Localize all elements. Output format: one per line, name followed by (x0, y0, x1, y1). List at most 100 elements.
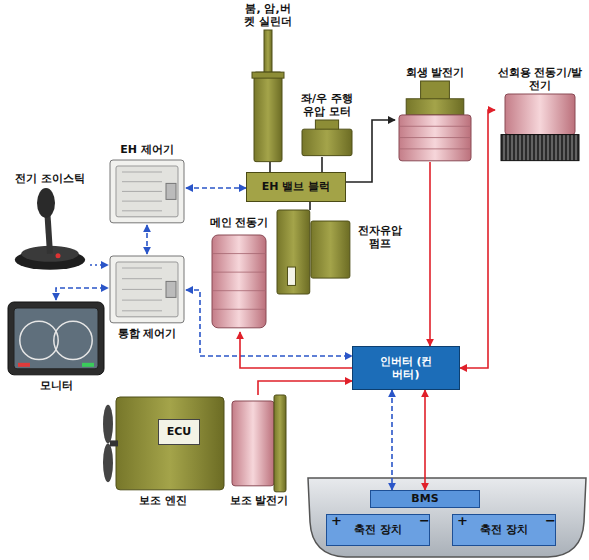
aux-engine: 보조 엔진 ECU (100, 395, 226, 507)
connector-line (240, 332, 352, 368)
text-holder: 통합 제어기 (108, 327, 186, 340)
monitor-display: 모니터 (6, 300, 106, 392)
drawing-part (110, 160, 184, 223)
drawing-part (54, 321, 92, 359)
drawing-part (166, 281, 176, 297)
aux-generator: 보조 발전기 (228, 395, 290, 507)
text-holder: 전기 조이스틱 (10, 172, 90, 185)
node-label: 선회용 전동기/발전기 (495, 66, 585, 92)
drawing-part (399, 126, 471, 127)
connector-line (186, 290, 352, 356)
drawing-part (232, 401, 274, 486)
node-label: 전기 조이스틱 (10, 172, 90, 185)
drawing-part (505, 94, 575, 135)
node-label: 메인 전동기 (208, 216, 270, 229)
node-label: EH 제어기 (108, 143, 186, 156)
hydraulic-pump: 전자유압 펌프 (275, 210, 405, 302)
connector-line (258, 381, 352, 395)
drawing-part (122, 289, 162, 290)
text-holder: EH 밸브 블럭 (247, 173, 345, 201)
node-label: 축전 장치 (480, 523, 528, 536)
joystick-icon: 전기 조이스틱 (10, 172, 90, 272)
text-holder: 붐, 암,버켓 실린더 (240, 2, 296, 28)
drawing-part (406, 99, 464, 115)
connector-line (269, 162, 271, 172)
connector-line (186, 187, 246, 189)
drawing-part (421, 81, 450, 101)
text-holder: BMS (371, 491, 479, 507)
drawing-part (37, 188, 55, 218)
connector-line (309, 202, 311, 210)
main-motor: 메인 전동기 (208, 216, 270, 332)
drawing-part (212, 290, 266, 291)
node-label: EH 밸브 블럭 (262, 180, 330, 193)
drawing-part (277, 210, 310, 294)
drawing-part (232, 395, 286, 492)
connector-line (346, 120, 395, 182)
node-label: 전자유압 펌프 (355, 224, 405, 250)
drawing-part (212, 309, 266, 310)
drawing-part (122, 201, 162, 202)
aux-generator-art (228, 395, 290, 492)
drawing-part (399, 149, 471, 150)
drawing-part (103, 397, 224, 490)
node-label: 좌/우 주행 유압 모터 (298, 92, 356, 118)
text-holder: EH 제어기 (108, 143, 186, 156)
boom-cylinder: 붐, 암,버켓 실린더 (240, 2, 296, 162)
terminal-sign: + (457, 514, 468, 527)
drawing-part (122, 172, 162, 173)
drawing-part (122, 211, 162, 212)
terminal-sign: − (545, 514, 556, 527)
bms-box: BMS (370, 490, 480, 508)
drawing-part (14, 308, 98, 369)
node-label: 보조 발전기 (228, 494, 290, 507)
drawing-part (252, 72, 284, 78)
drawing-part (8, 302, 104, 375)
node-label: 축전 장치 (354, 523, 402, 536)
drawing-part (82, 363, 94, 367)
node-label: 통합 제어기 (108, 327, 186, 340)
joystick-icon-art (10, 187, 90, 272)
drawing-part (252, 30, 284, 162)
regen-generator-art (395, 81, 475, 162)
eh-controller: EH 제어기 (108, 143, 186, 225)
drawing-part (287, 267, 295, 285)
drawing-part (20, 321, 58, 359)
terminal-sign: + (331, 514, 342, 527)
connector-line (146, 225, 148, 254)
drawing-part (8, 302, 104, 375)
drawing-part (166, 184, 176, 200)
node-label: BMS (411, 492, 438, 505)
drawing-part (122, 268, 162, 269)
drawing-part (18, 363, 30, 367)
drawing-part (103, 405, 113, 444)
drawing-part (212, 253, 266, 254)
node-label: 보조 엔진 (100, 494, 226, 507)
drawing-part (122, 300, 162, 301)
swing-motor: 선회용 전동기/발전기 (495, 66, 585, 162)
drawing-part (212, 235, 266, 328)
drawing-part (254, 72, 282, 162)
drawing-part (399, 115, 471, 161)
node-label: 붐, 암,버켓 실린더 (240, 2, 296, 28)
drawing-part (311, 221, 350, 278)
drawing-part (302, 130, 352, 156)
text-holder: ECU (159, 420, 199, 444)
boom-cylinder-art (240, 30, 296, 162)
travel-motor: 좌/우 주행 유압 모터 (298, 92, 356, 157)
valve-block: EH 밸브 블럭 (246, 172, 346, 202)
drawing-part (122, 310, 162, 311)
hydraulic-pump-art (275, 210, 353, 302)
main-motor-art (208, 231, 270, 332)
text-holder: 회생 발전기 (395, 66, 475, 79)
text-holder: 보조 발전기 (228, 494, 290, 507)
text-holder: 전자유압 펌프 (355, 224, 405, 250)
text-holder: 선회용 전동기/발전기 (495, 66, 585, 92)
drawing-part (122, 191, 162, 192)
monitor-display-art (6, 300, 106, 377)
drawing-part (122, 181, 162, 182)
battery-tray (308, 478, 586, 557)
main-controller: 통합 제어기 (108, 254, 186, 340)
connector-line (429, 162, 431, 346)
drawing-part (56, 254, 61, 259)
